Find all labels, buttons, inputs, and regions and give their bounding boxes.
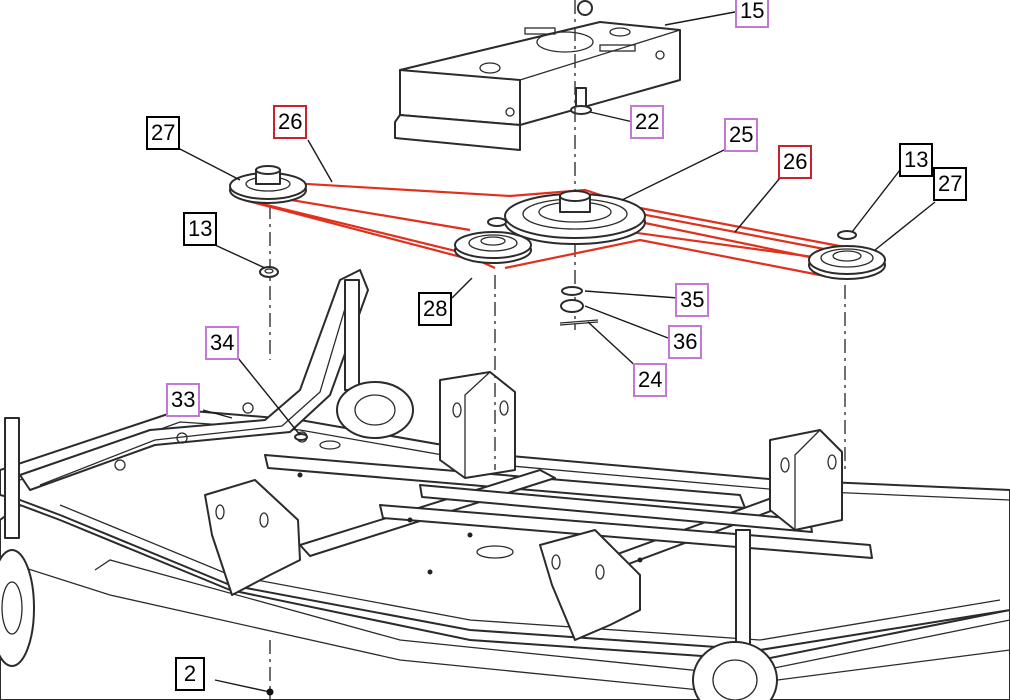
belt-guard-arm xyxy=(19,269,369,491)
callout-35: 35 xyxy=(675,283,710,317)
callout-33: 33 xyxy=(166,383,201,417)
callout-36: 36 xyxy=(668,325,703,359)
caster-wheels xyxy=(0,279,778,700)
hardware-washers-nuts xyxy=(259,266,599,441)
callout-13-right: 13 xyxy=(899,143,934,177)
mounting-bracket xyxy=(394,0,681,151)
callout-26-right: 26 xyxy=(778,145,813,179)
callout-27-left: 27 xyxy=(146,116,181,150)
spindle-pulley-right xyxy=(808,230,886,280)
callout-leaders xyxy=(177,11,936,696)
callout-2: 2 xyxy=(175,657,205,691)
callout-28: 28 xyxy=(418,292,453,326)
callout-25: 25 xyxy=(724,118,759,152)
idler-pulley-left xyxy=(229,165,307,204)
callout-34: 34 xyxy=(205,326,240,360)
callout-13-left: 13 xyxy=(183,212,218,246)
callout-24: 24 xyxy=(633,363,668,397)
callout-27-right: 27 xyxy=(933,167,968,201)
callout-26-left: 26 xyxy=(273,105,308,139)
bolt-22 xyxy=(570,87,592,115)
spindle-pulley-28 xyxy=(454,217,532,264)
drive-pulley-25 xyxy=(504,190,646,245)
hanger-brackets xyxy=(204,371,843,641)
callout-15: 15 xyxy=(735,0,770,28)
callout-22: 22 xyxy=(630,105,665,139)
assembly-centerlines xyxy=(269,0,846,700)
